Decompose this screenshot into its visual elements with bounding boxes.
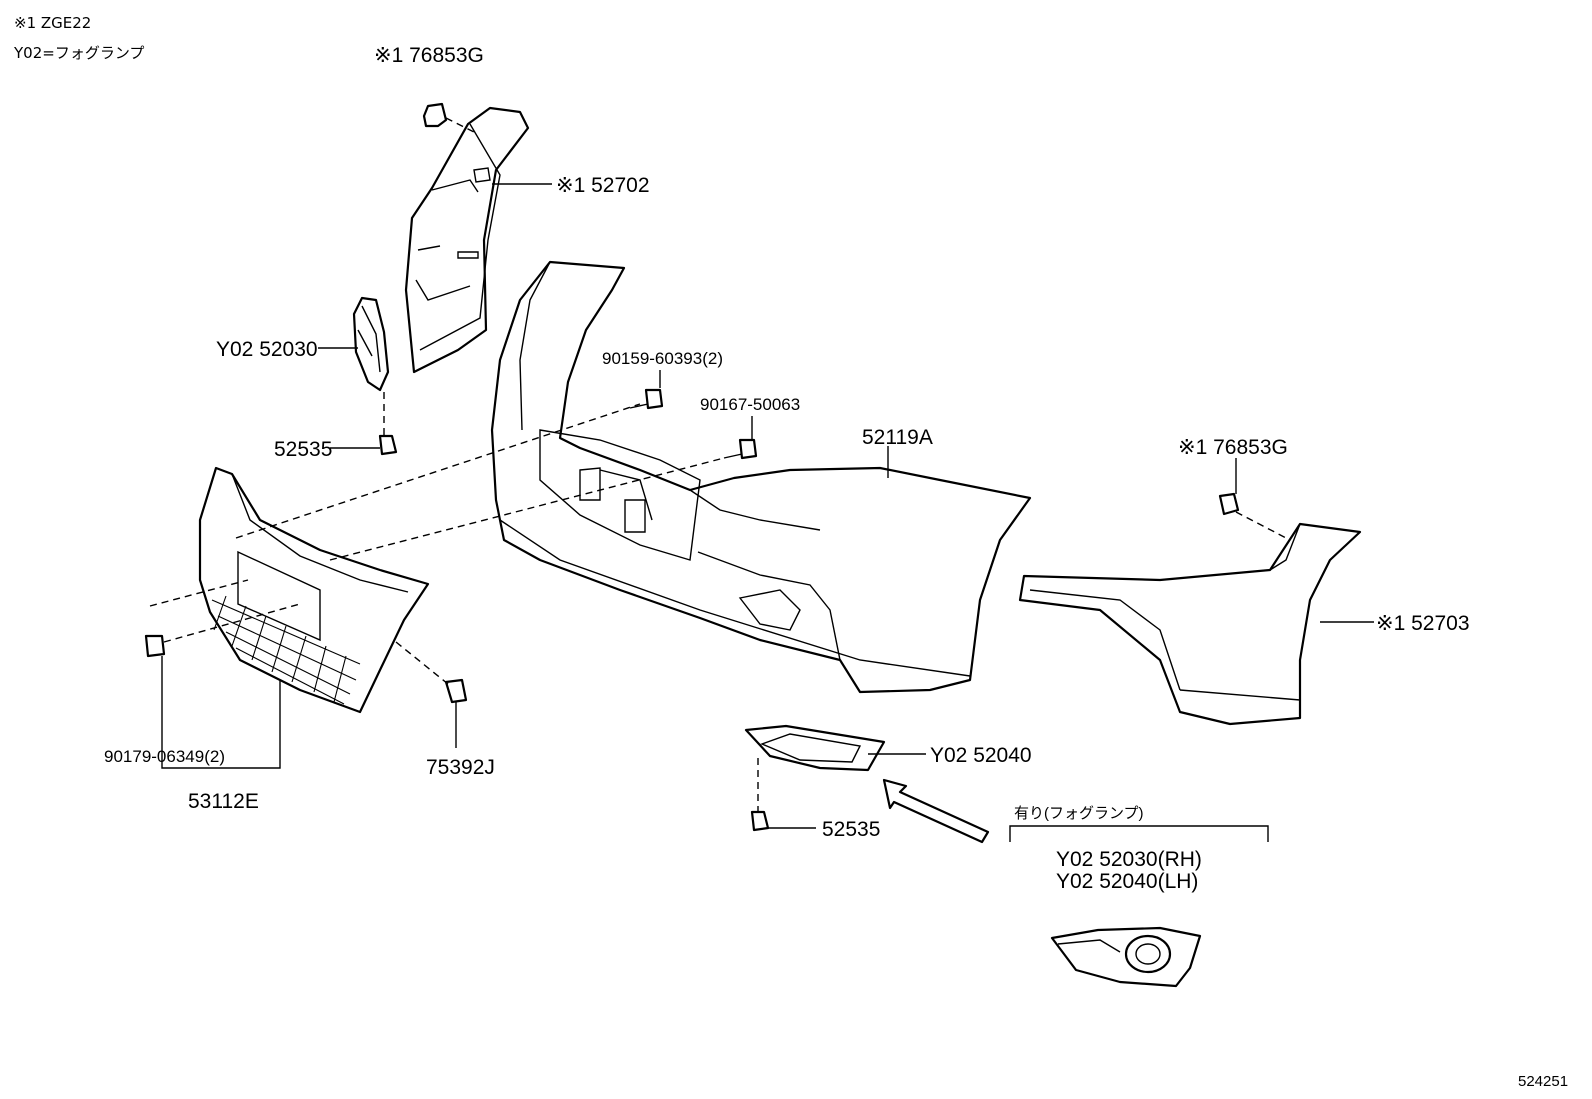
label-52119a: 52119A [862, 426, 933, 449]
label-52535-bottom: 52535 [822, 818, 880, 841]
nut-90179[interactable] [144, 634, 166, 658]
note-model-code: ※1 ZGE22 [14, 14, 92, 32]
fog-option-lh: Y02 52040(LH) [1056, 870, 1198, 893]
label-76853g-top: ※1 76853G [374, 44, 484, 67]
fog-option-box [1009, 825, 1269, 842]
label-75392j: 75392J [426, 756, 495, 779]
label-90179: 90179-06349(2) [104, 747, 225, 766]
clip-52535-left[interactable] [378, 434, 398, 456]
label-90167: 90167-50063 [700, 395, 800, 414]
label-52535-left: 52535 [274, 438, 332, 461]
label-y02-52030: Y02 52030 [216, 338, 318, 361]
clip-76853g-right[interactable] [1218, 492, 1240, 516]
label-76853g-right: ※1 76853G [1178, 436, 1288, 459]
lower-grille-53112e[interactable] [198, 466, 430, 714]
clip-75392j[interactable] [444, 678, 468, 704]
label-52702: ※1 52702 [556, 174, 650, 197]
fender-liner-52702[interactable] [404, 106, 530, 374]
note-y02-legend: Y02=フォグランプ [14, 44, 145, 62]
label-53112e: 53112E [188, 790, 259, 813]
fog-cover-52030-part[interactable] [352, 296, 390, 392]
label-y02-52040: Y02 52040 [930, 744, 1032, 767]
fog-option-heading: 有り(フォグランプ) [1014, 805, 1144, 822]
fog-cover-52040-part[interactable] [744, 724, 886, 772]
label-52703: ※1 52703 [1376, 612, 1470, 635]
bumper-cover-52119a[interactable] [490, 260, 1032, 694]
fog-option-rh: Y02 52030(RH) [1056, 848, 1202, 871]
clip-76853g-top[interactable] [422, 102, 448, 128]
label-90159: 90159-60393(2) [602, 349, 723, 368]
clip-52535-bottom[interactable] [750, 810, 770, 832]
fender-extension-52703[interactable] [1018, 522, 1362, 726]
fog-lamp-bezel[interactable] [1050, 926, 1202, 988]
diagram-id: 524251 [1518, 1073, 1568, 1090]
direction-arrow [882, 778, 990, 844]
bolt-90159[interactable] [629, 388, 664, 410]
bolt-90167[interactable] [723, 438, 758, 460]
